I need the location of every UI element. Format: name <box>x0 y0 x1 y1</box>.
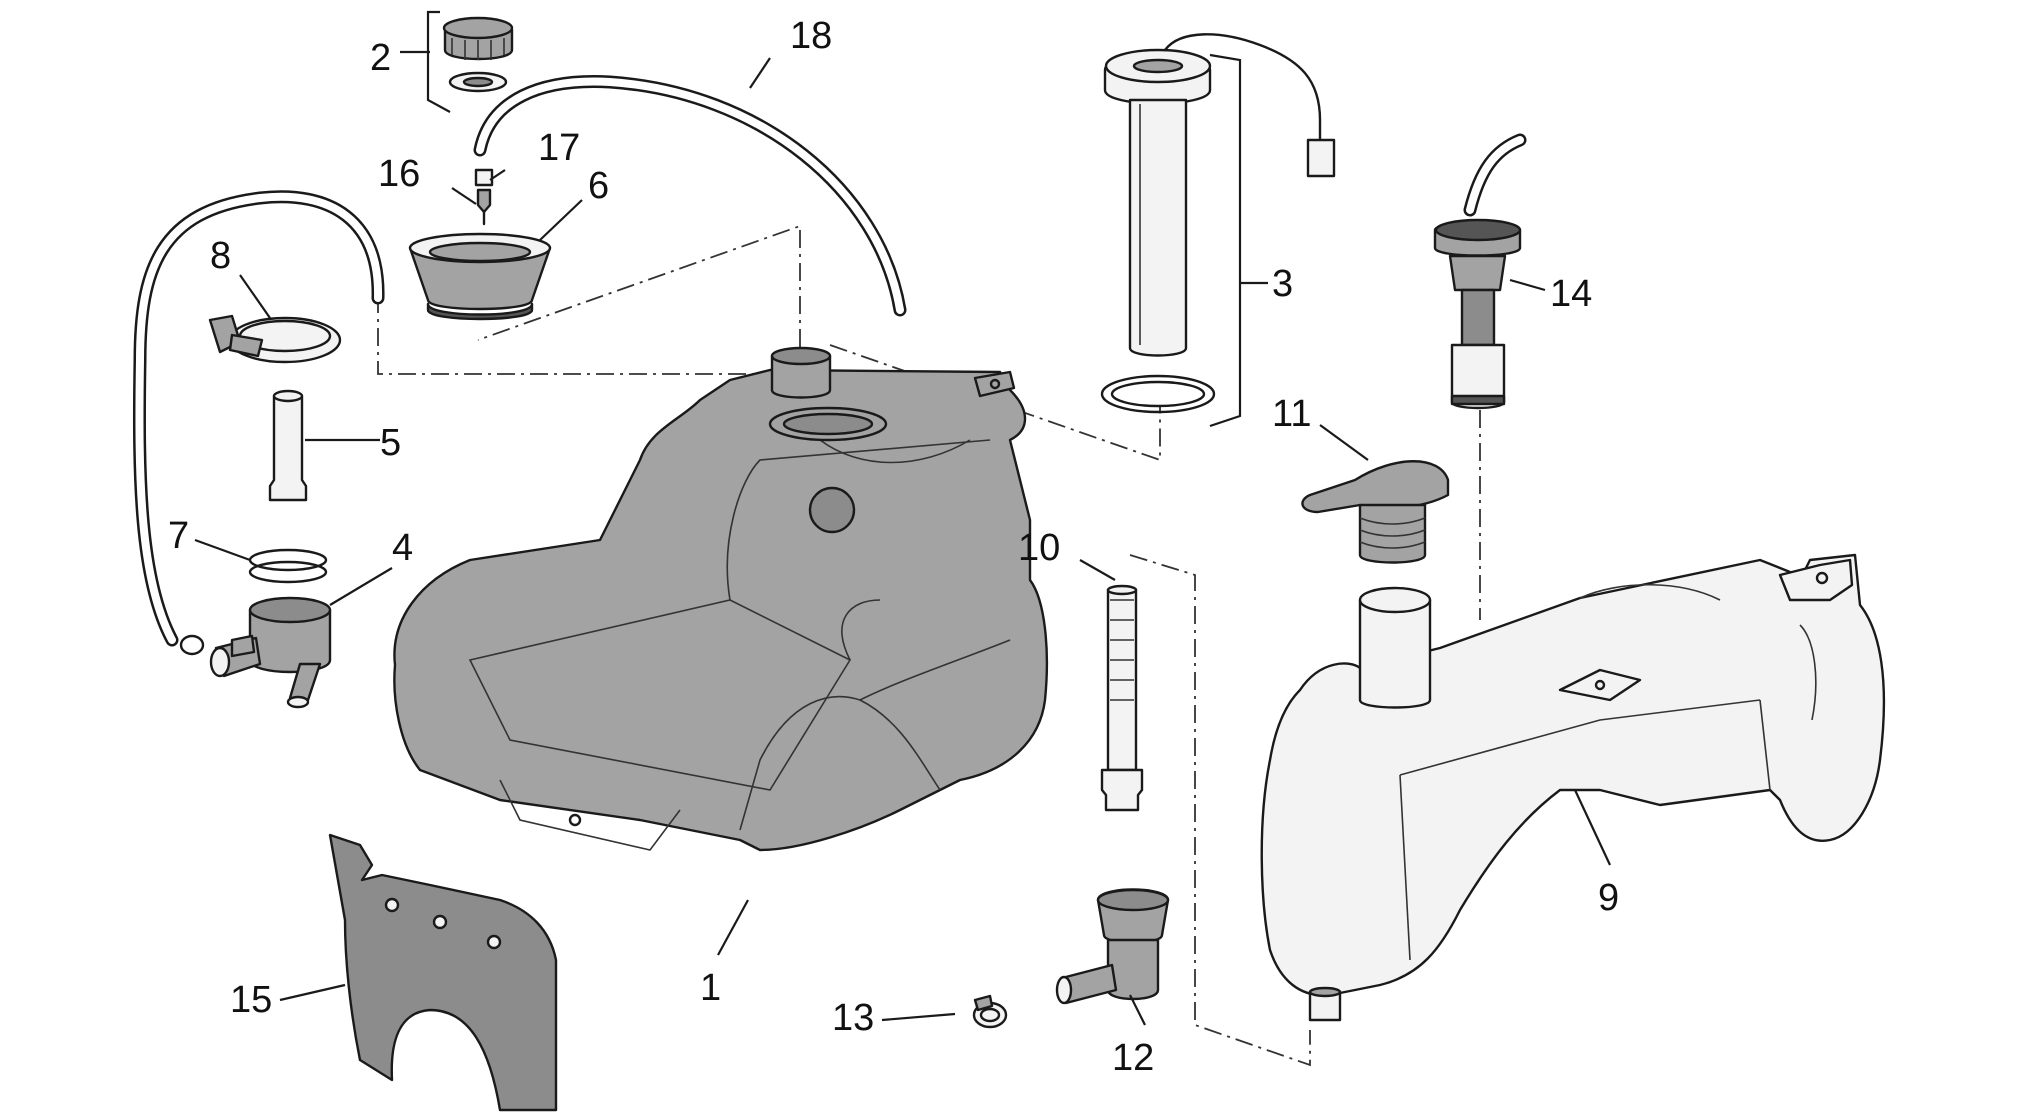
part-16-17-fittings <box>474 168 494 226</box>
callout-7: 7 <box>168 515 189 557</box>
callout-11: 11 <box>1272 393 1311 435</box>
part-18-breather-hose <box>473 75 907 317</box>
callout-labels: 18 2 17 16 6 8 5 7 4 3 14 11 10 9 1 15 1… <box>168 15 1619 1079</box>
part-5-pipe <box>268 389 308 502</box>
callout-2: 2 <box>370 37 391 79</box>
callout-6: 6 <box>588 165 609 207</box>
part-15-heat-shield <box>328 833 558 1112</box>
callout-1: 1 <box>700 967 721 1009</box>
part-3-level-sender <box>1100 33 1336 428</box>
callout-5: 5 <box>380 422 401 464</box>
callout-17: 17 <box>538 127 580 169</box>
part-2-filler-cap <box>426 10 514 113</box>
part-9-oil-tank <box>1260 553 1886 1022</box>
callout-12: 12 <box>1112 1037 1154 1079</box>
part-11-oil-cap <box>1301 460 1450 564</box>
part-4-fuel-tap <box>209 596 332 709</box>
part-7-o-rings <box>248 548 328 584</box>
callout-13: 13 <box>832 997 874 1039</box>
part-12-elbow-union <box>1055 888 1170 1005</box>
callout-18: 18 <box>790 15 832 57</box>
part-13-small-clamp <box>972 994 1008 1029</box>
part-10-strainer <box>1100 584 1144 812</box>
part-1-fuel-tank <box>393 346 1049 852</box>
callout-10: 10 <box>1018 527 1060 569</box>
part-14-sensor <box>1433 133 1527 410</box>
part-hose-left-loop <box>132 190 385 647</box>
callout-15: 15 <box>230 979 272 1021</box>
callout-4: 4 <box>392 527 413 569</box>
callout-3: 3 <box>1272 263 1293 305</box>
part-6-filter-cup <box>408 232 552 321</box>
part-8-hose-clamp <box>208 314 342 364</box>
callout-14: 14 <box>1550 273 1592 315</box>
small-hose-clip <box>179 634 205 656</box>
callout-8: 8 <box>210 235 231 277</box>
callout-9: 9 <box>1598 877 1619 919</box>
leader-lines <box>194 50 1611 1026</box>
callout-16: 16 <box>378 153 420 195</box>
